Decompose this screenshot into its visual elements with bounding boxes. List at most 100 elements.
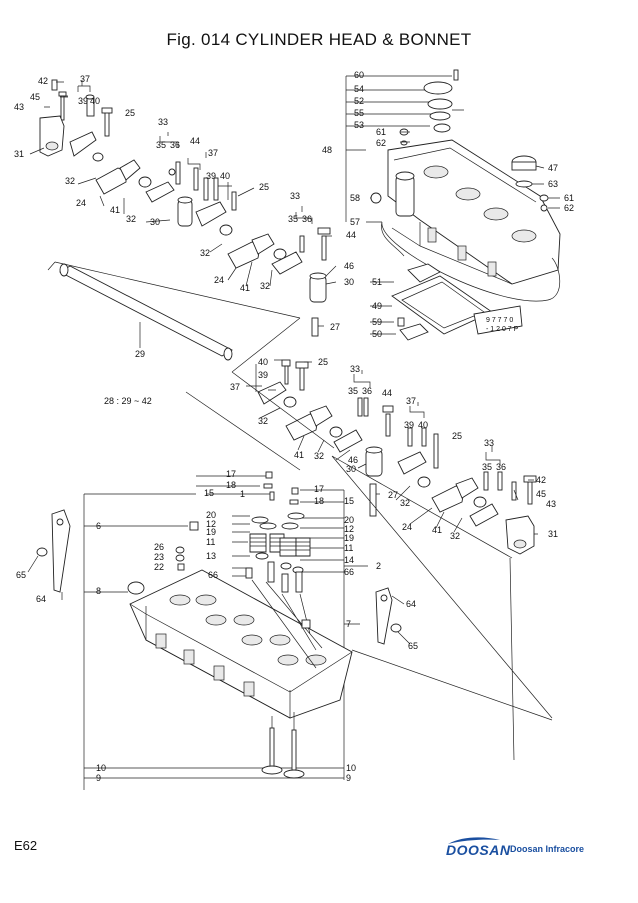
- callout: 20: [344, 515, 354, 525]
- upper-rocker-assembly: [29, 79, 337, 337]
- callout: 60: [354, 70, 364, 80]
- callout: 32: [65, 176, 75, 186]
- callout: 66: [344, 567, 354, 577]
- callout: 45: [30, 92, 40, 102]
- callout: 20: [206, 510, 216, 520]
- callout: 32: [258, 416, 268, 426]
- cylinder-head-assembly: [27, 471, 553, 790]
- callout: 52: [354, 96, 364, 106]
- callout: 39: [404, 420, 414, 430]
- callout: 49: [372, 301, 382, 311]
- callout: 27: [330, 322, 340, 332]
- callout: 40: [258, 357, 268, 367]
- callout: 25: [259, 182, 269, 192]
- callout: 42: [38, 76, 48, 86]
- callout: 41: [110, 205, 120, 215]
- callout: 27: [388, 490, 398, 500]
- callout: 66: [208, 570, 218, 580]
- callout: 30: [346, 464, 356, 474]
- callout: 40: [418, 420, 428, 430]
- callout: 10: [346, 763, 356, 773]
- callout: 24: [214, 275, 224, 285]
- callout: 35: [348, 386, 358, 396]
- callout: 2: [376, 561, 381, 571]
- callout: 32: [260, 281, 270, 291]
- callout: 39: [206, 171, 216, 181]
- callout: 12: [206, 519, 216, 529]
- callout: 54: [354, 84, 364, 94]
- callout: 32: [450, 531, 460, 541]
- callout: 62: [376, 138, 386, 148]
- callout: 43: [546, 499, 556, 509]
- reference-note: 28 : 29 ~ 42: [104, 396, 152, 406]
- callout: 61: [564, 193, 574, 203]
- head-ports: [155, 594, 327, 697]
- callout: 48: [322, 145, 332, 155]
- callout: 25: [452, 431, 462, 441]
- callout: 37: [80, 74, 90, 84]
- callout: 62: [564, 203, 574, 213]
- callout: 55: [354, 108, 364, 118]
- callout: 11: [344, 543, 353, 553]
- page-number: E62: [14, 838, 38, 853]
- callout: 36: [302, 214, 312, 224]
- callout: 9: [96, 773, 101, 783]
- callout: 37: [230, 382, 240, 392]
- callout: 32: [200, 248, 210, 258]
- callout: 35: [482, 462, 492, 472]
- callout: 9: [346, 773, 351, 783]
- callout: 31: [14, 149, 24, 159]
- callout: 12: [344, 524, 354, 534]
- callout: 32: [314, 451, 324, 461]
- brand-company-name: Doosan Infracore: [510, 844, 585, 854]
- bonnet-cover: 9 7 7 7 0 - 1 2 0 7 P: [345, 69, 561, 341]
- callout: 64: [36, 594, 46, 604]
- callout-labels: 42 37 45 39 40 43 25 31 33 35 36 44 32 3…: [14, 70, 574, 783]
- callout: 13: [206, 551, 216, 561]
- callout: 17: [314, 484, 324, 494]
- callout: 45: [536, 489, 546, 499]
- callout: 19: [206, 527, 216, 537]
- callout: 15: [344, 496, 354, 506]
- callout: 11: [206, 537, 215, 547]
- callout: 58: [350, 193, 360, 203]
- callout: 37: [406, 396, 416, 406]
- rocker-shaft: [47, 261, 301, 373]
- callout: 23: [154, 552, 164, 562]
- callout: 53: [354, 120, 364, 130]
- callout: 61: [376, 127, 386, 137]
- callout: 50: [372, 329, 382, 339]
- callout: 8: [96, 586, 101, 596]
- callout: 39: [78, 96, 88, 106]
- callout: 33: [350, 364, 360, 374]
- callout: 65: [16, 570, 26, 580]
- callout: 33: [290, 191, 300, 201]
- callout: 30: [150, 217, 160, 227]
- callout: 39: [258, 370, 268, 380]
- callout: 25: [318, 357, 328, 367]
- callout: 63: [548, 179, 558, 189]
- callout: 59: [372, 317, 382, 327]
- callout: 15: [204, 488, 214, 498]
- page-title: Fig. 014 CYLINDER HEAD & BONNET: [166, 30, 472, 49]
- callout: 51: [372, 277, 382, 287]
- brand-logo: DOOSAN Doosan Infracore: [446, 837, 606, 870]
- callout: 47: [548, 163, 558, 173]
- callout: 24: [402, 522, 412, 532]
- callout: 41: [294, 450, 304, 460]
- callout: 22: [154, 562, 164, 572]
- middle-rocker-assembly: [185, 359, 553, 761]
- callout: 40: [220, 171, 230, 181]
- callout: 33: [158, 117, 168, 127]
- callout: 29: [135, 349, 145, 359]
- callout: 32: [400, 498, 410, 508]
- callout: 46: [344, 261, 354, 271]
- callout: 57: [350, 217, 360, 227]
- callout: 44: [382, 388, 392, 398]
- callout: 37: [208, 148, 218, 158]
- callout: 44: [346, 230, 356, 240]
- callout: 46: [348, 455, 358, 465]
- callout: 36: [496, 462, 506, 472]
- callout: 41: [432, 525, 442, 535]
